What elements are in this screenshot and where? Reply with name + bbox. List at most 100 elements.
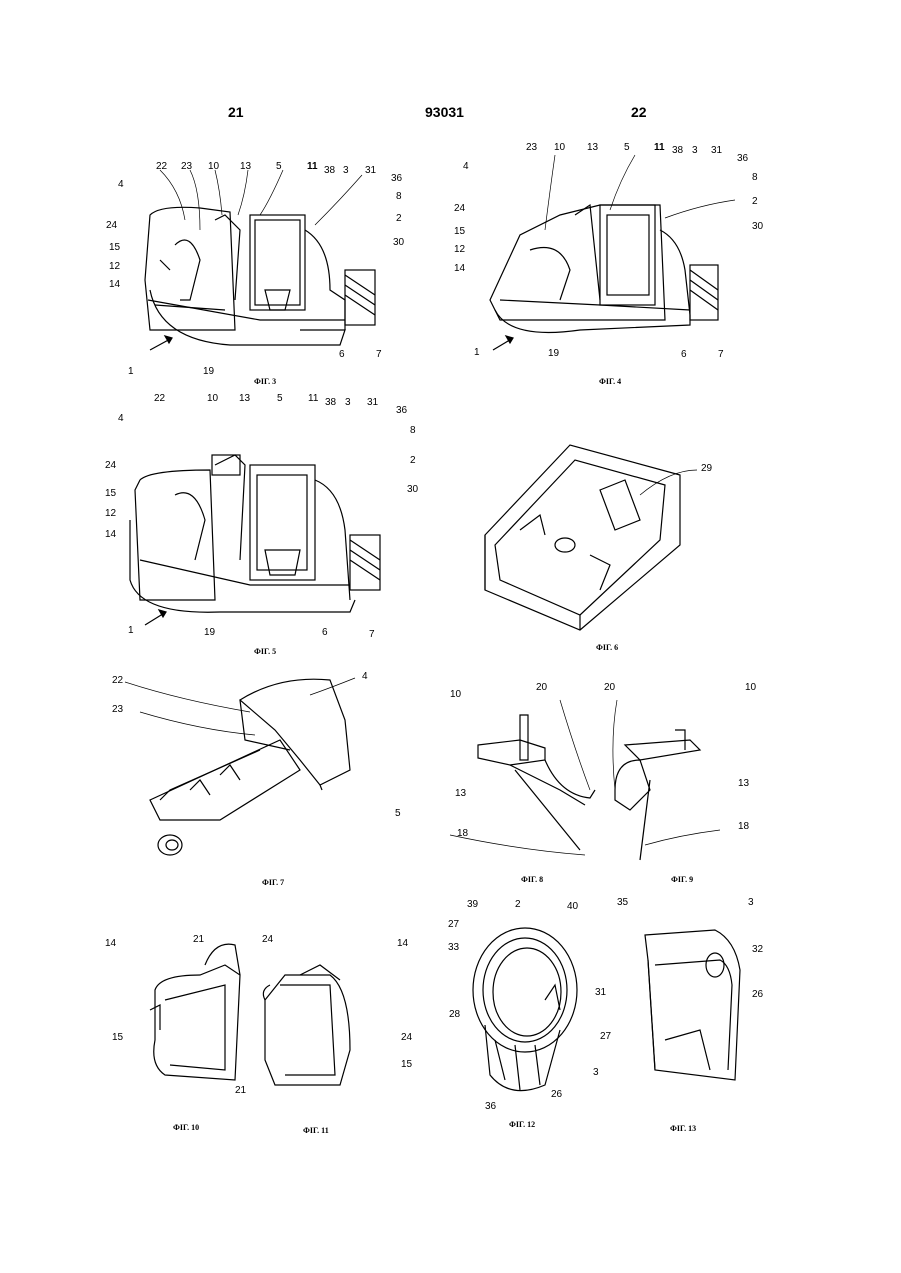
figure-caption: ФІГ. 11 xyxy=(303,1126,329,1135)
ref-label: 19 xyxy=(548,349,559,359)
ref-label: 4 xyxy=(463,162,469,172)
ref-label: 31 xyxy=(367,398,378,408)
ref-label: 20 xyxy=(536,683,547,693)
ref-label: 32 xyxy=(752,945,763,955)
ref-label: 2 xyxy=(410,456,416,466)
ref-label: 39 xyxy=(467,900,478,910)
ref-label: 14 xyxy=(454,264,465,274)
ref-label: 6 xyxy=(339,350,345,360)
ref-label: 5 xyxy=(624,143,630,153)
ref-label: 15 xyxy=(454,227,465,237)
figure-caption: ФІГ. 9 xyxy=(671,875,693,884)
ref-label: 5 xyxy=(276,162,282,172)
figure-9-drawing xyxy=(615,730,700,860)
ref-label: 1 xyxy=(128,367,134,377)
ref-label: 13 xyxy=(239,394,250,404)
ref-label: 2 xyxy=(752,197,758,207)
figure-8-drawing xyxy=(478,715,595,850)
figure-11-drawing xyxy=(263,965,350,1085)
ref-label: 3 xyxy=(593,1068,599,1078)
ref-label: 10 xyxy=(208,162,219,172)
ref-label: 2 xyxy=(515,900,521,910)
ref-label: 31 xyxy=(365,166,376,176)
figure-5-drawing xyxy=(130,455,380,625)
ref-label: 23 xyxy=(112,705,123,715)
ref-label: 8 xyxy=(752,173,758,183)
figure-10-drawing xyxy=(150,944,240,1080)
ref-label: 30 xyxy=(393,238,404,248)
ref-label: 8 xyxy=(410,426,416,436)
ref-label: 36 xyxy=(391,174,402,184)
ref-label: 13 xyxy=(587,143,598,153)
ref-label: 12 xyxy=(454,245,465,255)
ref-label: 1 xyxy=(128,626,134,636)
ref-label: 7 xyxy=(369,630,375,640)
ref-label: 38 xyxy=(325,398,336,408)
ref-label: 24 xyxy=(105,461,116,471)
figure-6-drawing xyxy=(485,445,680,630)
ref-label: 36 xyxy=(485,1102,496,1112)
ref-label: 23 xyxy=(181,162,192,172)
ref-label: 6 xyxy=(681,350,687,360)
ref-label: 20 xyxy=(604,683,615,693)
figure-4-drawing xyxy=(490,205,718,350)
leader-lines xyxy=(125,155,735,855)
ref-label: 7 xyxy=(376,350,382,360)
ref-label: 22 xyxy=(156,162,167,172)
ref-label: 18 xyxy=(457,829,468,839)
ref-label: 10 xyxy=(207,394,218,404)
figure-caption: ФІГ. 5 xyxy=(254,647,276,656)
figure-caption: ФІГ. 10 xyxy=(173,1123,199,1132)
ref-label: 12 xyxy=(109,262,120,272)
ref-label: 27 xyxy=(448,920,459,930)
ref-label: 5 xyxy=(277,394,283,404)
ref-label: 15 xyxy=(109,243,120,253)
ref-label: 23 xyxy=(526,143,537,153)
figure-caption: ФІГ. 7 xyxy=(262,878,284,887)
ref-label: 15 xyxy=(112,1033,123,1043)
ref-label: 36 xyxy=(737,154,748,164)
ref-label: 3 xyxy=(345,398,351,408)
ref-label: 11 xyxy=(307,162,318,172)
ref-label: 26 xyxy=(752,990,763,1000)
figure-caption: ФІГ. 13 xyxy=(670,1124,696,1133)
ref-label: 27 xyxy=(600,1032,611,1042)
ref-label: 11 xyxy=(308,394,318,404)
ref-label: 13 xyxy=(738,779,749,789)
ref-label: 29 xyxy=(701,464,712,474)
ref-label: 26 xyxy=(551,1090,562,1100)
ref-label: 30 xyxy=(752,222,763,232)
ref-label: 40 xyxy=(567,902,578,912)
ref-label: 2 xyxy=(396,214,402,224)
ref-label: 14 xyxy=(105,530,116,540)
ref-label: 19 xyxy=(203,367,214,377)
ref-label: 28 xyxy=(449,1010,460,1020)
ref-label: 24 xyxy=(401,1033,412,1043)
ref-label: 4 xyxy=(118,414,124,424)
ref-label: 13 xyxy=(455,789,466,799)
ref-label: 22 xyxy=(154,394,165,404)
ref-label: 24 xyxy=(106,221,117,231)
ref-label: 13 xyxy=(240,162,251,172)
figure-caption: ФІГ. 3 xyxy=(254,377,276,386)
figure-caption: ФІГ. 6 xyxy=(596,643,618,652)
ref-label: 38 xyxy=(324,166,335,176)
ref-label: 24 xyxy=(262,935,273,945)
ref-label: 12 xyxy=(105,509,116,519)
ref-label: 36 xyxy=(396,406,407,416)
ref-label: 24 xyxy=(454,204,465,214)
ref-label: 31 xyxy=(595,988,606,998)
figure-3-drawing xyxy=(145,207,375,350)
ref-label: 21 xyxy=(235,1086,246,1096)
ref-label: 38 xyxy=(672,146,683,156)
ref-label: 3 xyxy=(343,166,349,176)
ref-label: 14 xyxy=(397,939,408,949)
figure-12-drawing xyxy=(473,928,577,1091)
ref-label: 30 xyxy=(407,485,418,495)
ref-label: 4 xyxy=(118,180,124,190)
ref-label: 8 xyxy=(396,192,402,202)
ref-label: 10 xyxy=(554,143,565,153)
figure-7-drawing xyxy=(150,679,350,855)
figure-caption: ФІГ. 4 xyxy=(599,377,621,386)
